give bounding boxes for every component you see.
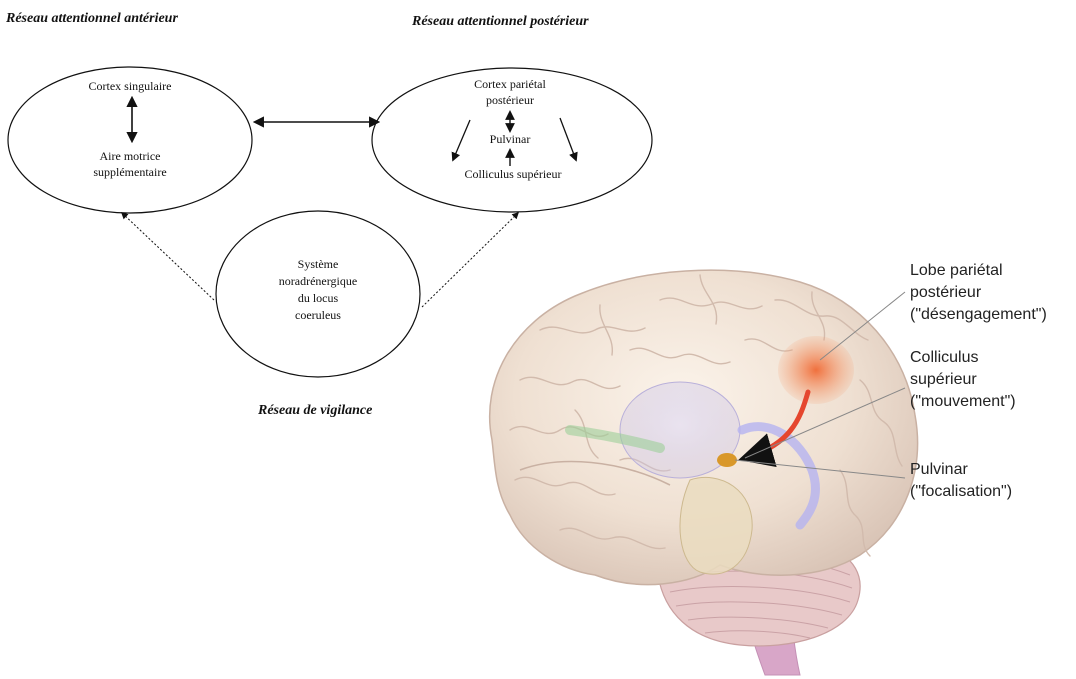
- title-vigilance-network: Réseau de vigilance: [257, 403, 372, 418]
- label-colliculus-line1: Colliculus: [910, 349, 978, 366]
- temporal-lobe-edge: [519, 460, 671, 486]
- posterior-network-ellipse: [371, 67, 653, 213]
- label-pulvinar-line1: Pulvinar: [910, 461, 968, 478]
- arrow-vigilance-posterior: [421, 212, 520, 308]
- network-diagram: Réseau attentionnel antérieur Réseau att…: [5, 11, 653, 418]
- title-anterior-network: Réseau attentionnel antérieur: [5, 11, 178, 26]
- frontal-pathway: [565, 425, 665, 453]
- title-posterior-network: Réseau attentionnel postérieur: [411, 14, 589, 29]
- node-aire-motrice-line1: Aire motrice: [100, 149, 161, 163]
- arrow-vigilance-anterior: [120, 212, 215, 301]
- node-cortex-parietal-line2: postérieur: [486, 93, 534, 107]
- midbrain: [679, 476, 753, 575]
- node-cortex-parietal-line1: Cortex pariétal: [474, 77, 546, 91]
- node-systeme: Système: [298, 257, 339, 271]
- label-colliculus-line3: ("mouvement"): [910, 393, 1016, 410]
- arrow-parietal-right-down: [559, 117, 578, 162]
- node-cortex-cingulaire: Cortex singulaire: [89, 79, 172, 93]
- parietal-lobe-highlight: [778, 336, 854, 404]
- label-pulvinar-line2: ("focalisation"): [910, 483, 1012, 500]
- brain-illustration: [488, 269, 919, 676]
- label-lobe-parietal-line2: postérieur: [910, 284, 982, 301]
- node-coeruleus: coeruleus: [295, 308, 341, 322]
- leader-line-colliculus: [744, 387, 906, 459]
- label-lobe-parietal-line1: Lobe pariétal: [910, 262, 1003, 279]
- label-lobe-parietal-line3: ("désengagement"): [910, 306, 1047, 323]
- leader-line-lobe: [819, 291, 906, 361]
- node-aire-motrice-line2: supplémentaire: [93, 165, 166, 179]
- superior-colliculus-pathway: [737, 422, 820, 530]
- arrow-parietal-left-down: [451, 119, 471, 162]
- brain-labels: Lobe pariétal postérieur ("désengagement…: [910, 262, 1047, 500]
- node-pulvinar: Pulvinar: [490, 132, 531, 146]
- pulvinar-highlight: [717, 453, 737, 467]
- node-du-locus: du locus: [298, 291, 339, 305]
- vigilance-network-ellipse: [215, 210, 421, 378]
- node-colliculus-superieur: Colliculus supérieur: [465, 167, 562, 181]
- leader-line-pulvinar: [734, 459, 906, 479]
- label-colliculus-line2: supérieur: [910, 371, 977, 388]
- node-noradrenergique: noradrénergique: [279, 274, 357, 288]
- anterior-network-ellipse: [7, 66, 253, 214]
- parietal-pathway-red: [738, 389, 811, 468]
